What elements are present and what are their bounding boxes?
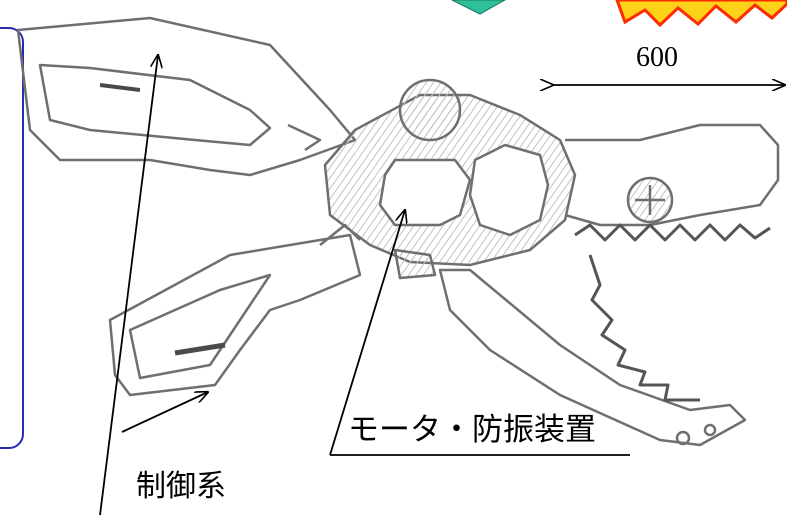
annotations <box>99 55 785 515</box>
pointer-control <box>121 392 208 433</box>
lower-handle <box>108 233 362 397</box>
pointer-upper-handle <box>99 55 158 515</box>
side-panel-frame <box>0 27 24 449</box>
starburst-shape <box>615 0 787 28</box>
upper-handle <box>16 16 357 177</box>
motor-damper-label: モータ・防振装置 <box>348 412 596 448</box>
dimension-label: 600 <box>636 42 678 73</box>
teal-banner-shape <box>451 0 507 15</box>
blade-housing <box>564 123 780 227</box>
control-system-label: 制御系 <box>136 469 226 504</box>
saw-arm <box>438 268 747 447</box>
pointer-motor <box>329 210 405 456</box>
